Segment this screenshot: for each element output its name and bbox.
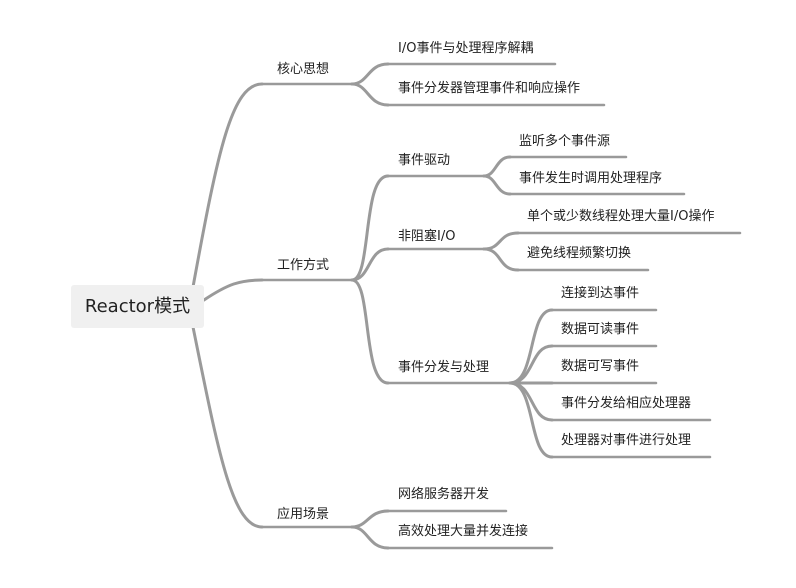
- root-node[interactable]: Reactor模式: [71, 285, 204, 328]
- link-app-c1: [350, 509, 390, 529]
- link-app-c2: [350, 525, 390, 550]
- link-work-c1: [350, 174, 390, 282]
- node-event-driven[interactable]: 事件驱动: [398, 153, 451, 168]
- link-root-core: [191, 82, 264, 289]
- link-work-c2: [350, 247, 390, 282]
- branch-work-mode[interactable]: 工作方式: [277, 258, 330, 273]
- branch-core-idea[interactable]: 核心思想: [277, 62, 330, 77]
- connector-lines: [191, 62, 742, 550]
- node-dispatch-to-handler[interactable]: 事件分发给相应处理器: [561, 396, 692, 411]
- link-ed-c2: [482, 174, 512, 196]
- node-high-concurrency[interactable]: 高效处理大量并发连接: [398, 524, 529, 539]
- node-handler-processes[interactable]: 处理器对事件进行处理: [561, 433, 692, 448]
- node-connect-event[interactable]: 连接到达事件: [561, 286, 640, 301]
- link-root-work: [202, 278, 264, 302]
- link-core-c1: [350, 62, 390, 86]
- link-ed-c1: [482, 155, 512, 178]
- node-network-server[interactable]: 网络服务器开发: [398, 487, 490, 502]
- node-listen-sources[interactable]: 监听多个事件源: [519, 134, 611, 149]
- node-non-blocking-io[interactable]: 非阻塞I/O: [398, 229, 456, 244]
- link-work-c3: [350, 278, 390, 385]
- link-nb-c1: [482, 231, 520, 251]
- node-dispatch-process[interactable]: 事件分发与处理: [398, 360, 490, 375]
- node-io-decoupling[interactable]: I/O事件与处理程序解耦: [398, 41, 534, 56]
- node-avoid-switching[interactable]: 避免线程频繁切换: [527, 246, 632, 261]
- node-few-threads[interactable]: 单个或少数线程处理大量I/O操作: [527, 209, 715, 224]
- link-nb-c2: [482, 247, 520, 272]
- node-dispatcher-manages[interactable]: 事件分发器管理事件和响应操作: [398, 81, 581, 96]
- node-writable-event[interactable]: 数据可写事件: [561, 359, 640, 374]
- link-dp-c5: [508, 381, 554, 459]
- link-core-c2: [350, 82, 390, 107]
- link-root-app: [191, 325, 264, 529]
- branch-application[interactable]: 应用场景: [277, 507, 330, 522]
- node-readable-event[interactable]: 数据可读事件: [561, 322, 640, 337]
- node-invoke-handler[interactable]: 事件发生时调用处理程序: [519, 171, 663, 186]
